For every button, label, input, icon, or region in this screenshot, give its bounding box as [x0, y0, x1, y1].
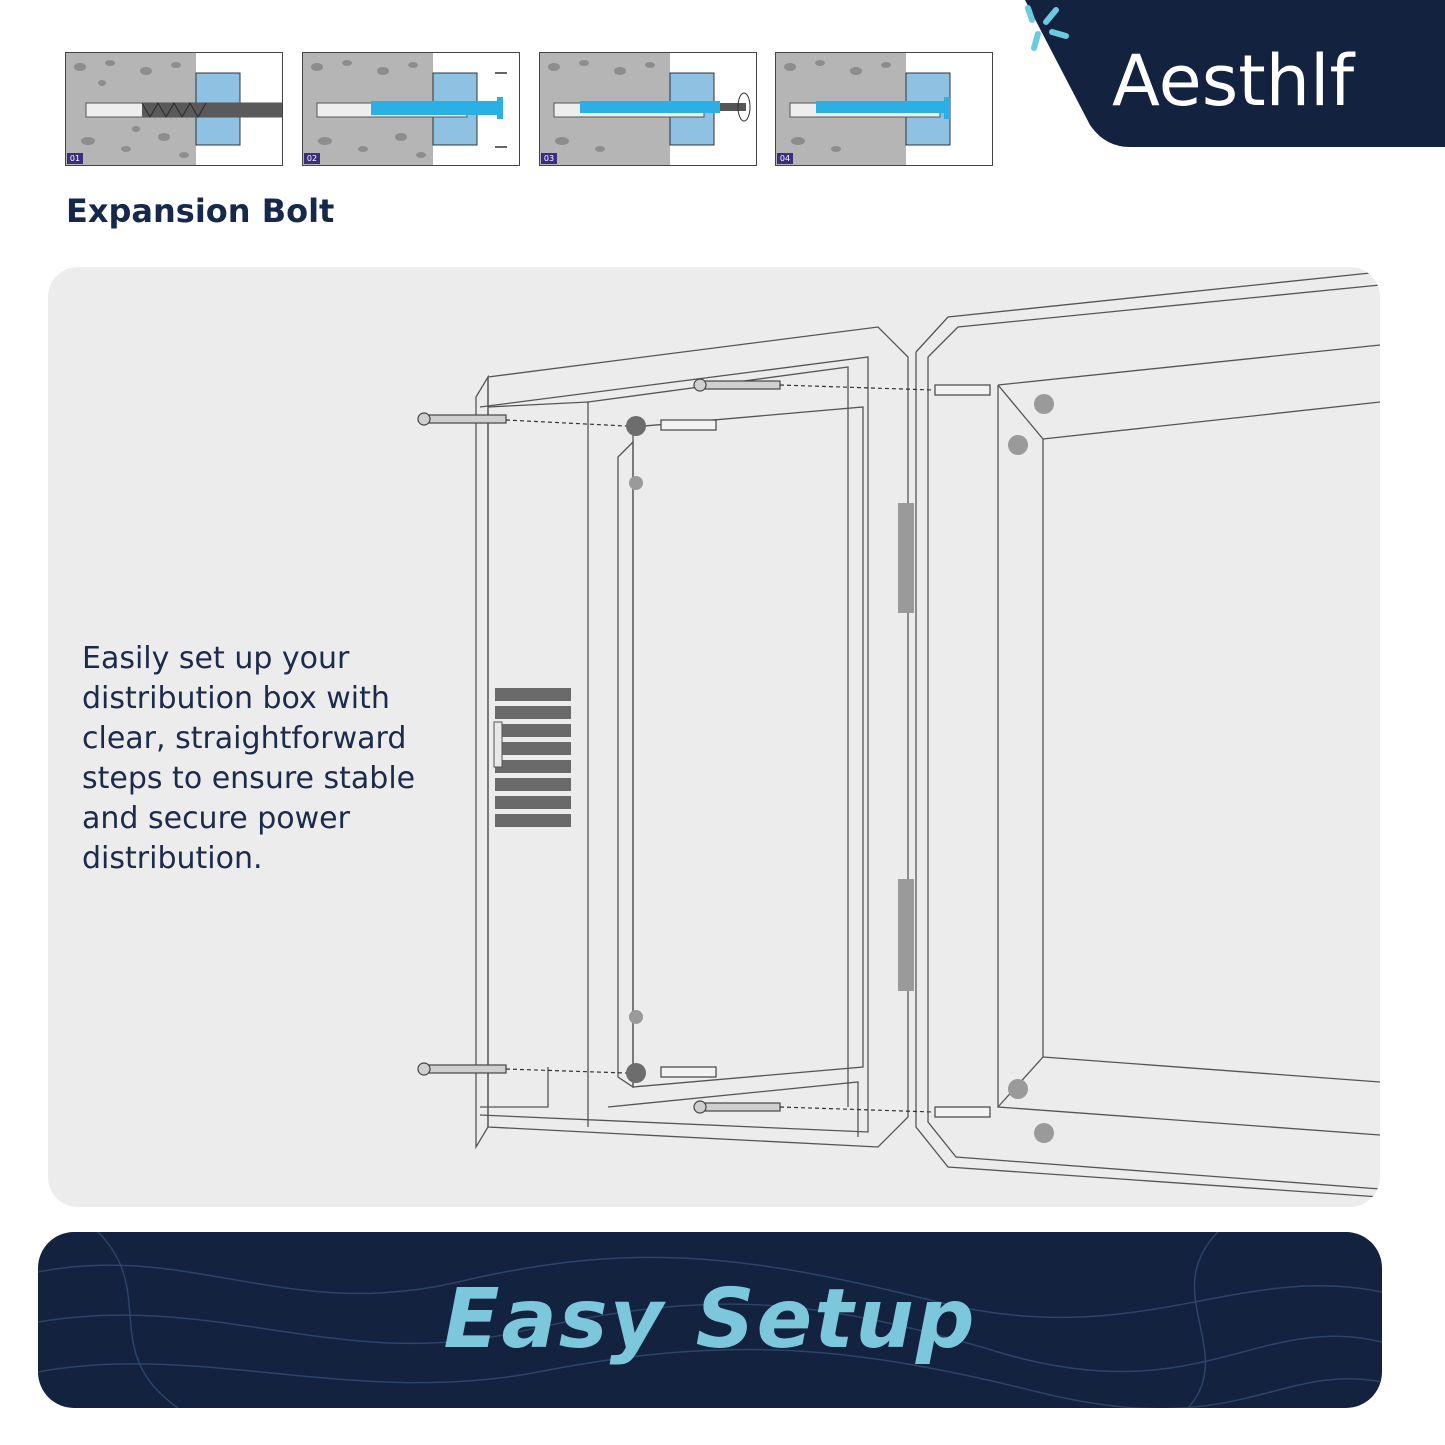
step-thumbnail: 02: [302, 52, 520, 166]
drill-illustration: [66, 53, 282, 165]
setup-panel: Easily set up your distribution box with…: [48, 267, 1380, 1207]
distribution-box-drawing: [417, 271, 1380, 1198]
brand-background: [1025, 0, 1445, 147]
step-number: 03: [541, 153, 557, 164]
wave-pattern: [38, 1232, 1382, 1408]
brand-logo: Aesthlf: [1112, 40, 1355, 122]
banner-title: Easy Setup: [443, 1272, 977, 1367]
step-number: 01: [67, 153, 83, 164]
installation-steps: 01 02: [65, 52, 995, 168]
anchor-insert-illustration: [303, 53, 507, 165]
title-banner: Easy Setup: [38, 1232, 1382, 1408]
screw-drive-illustration: [540, 53, 751, 165]
brand-corner: Aesthlf: [1010, 0, 1445, 147]
bolt-fixed-illustration: [776, 53, 951, 165]
setup-description: Easily set up your distribution box with…: [82, 641, 416, 876]
step-thumbnail: 04: [775, 52, 993, 166]
step-thumbnail: 01: [65, 52, 283, 166]
step-number: 02: [304, 153, 320, 164]
step-number: 04: [777, 153, 793, 164]
step-thumbnail: 03: [539, 52, 757, 166]
sparkle-icon: [1025, 5, 1069, 51]
steps-title: Expansion Bolt: [66, 192, 335, 230]
